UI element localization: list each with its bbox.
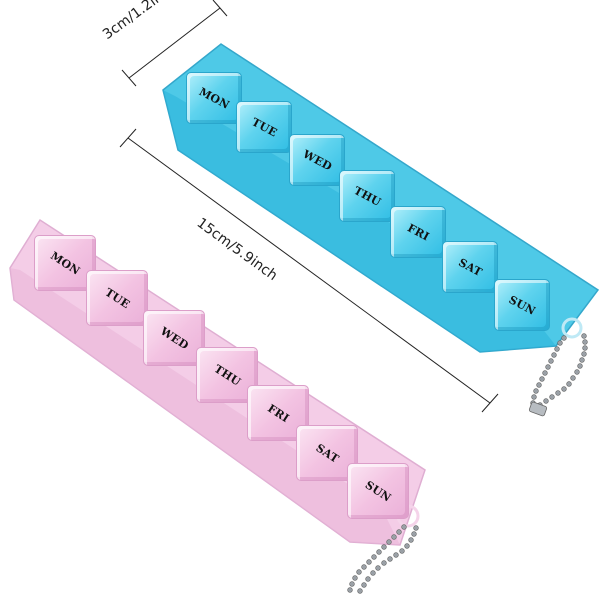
day-label: WED xyxy=(157,324,191,352)
length-dimension-line xyxy=(119,128,499,413)
compartment-lid: TUE xyxy=(236,101,292,153)
blue-keychain xyxy=(528,317,588,417)
day-label: TUE xyxy=(102,285,132,311)
day-label: FRI xyxy=(404,220,432,244)
compartment-lid: FRI xyxy=(390,206,446,258)
compartment-lid: FRI xyxy=(247,385,309,441)
day-label: WED xyxy=(300,147,334,173)
compartment-lid: SAT xyxy=(442,241,498,293)
day-label: FRI xyxy=(264,401,292,425)
day-label: SUN xyxy=(362,477,394,505)
compartment-lid: MON xyxy=(34,235,96,291)
pink-organizer-side xyxy=(10,268,400,545)
day-label: SAT xyxy=(456,255,484,279)
pink-keychain xyxy=(347,504,420,594)
compartment-lid: WED xyxy=(289,134,345,186)
compartment-lid: SUN xyxy=(347,463,409,519)
day-label: THU xyxy=(351,183,383,209)
day-label: SUN xyxy=(506,292,538,318)
compartment-lid: TUE xyxy=(86,270,148,326)
day-label: MON xyxy=(47,248,83,278)
width-dimension-line xyxy=(121,0,228,87)
day-label: THU xyxy=(211,361,243,389)
compartment-lid: SUN xyxy=(494,279,550,331)
day-label: SAT xyxy=(313,440,341,466)
compartment-lid: MON xyxy=(186,72,242,124)
day-label: TUE xyxy=(249,114,279,140)
compartment-lid: WED xyxy=(143,310,205,366)
compartment-lid: THU xyxy=(339,170,395,222)
day-label: MON xyxy=(196,84,232,112)
